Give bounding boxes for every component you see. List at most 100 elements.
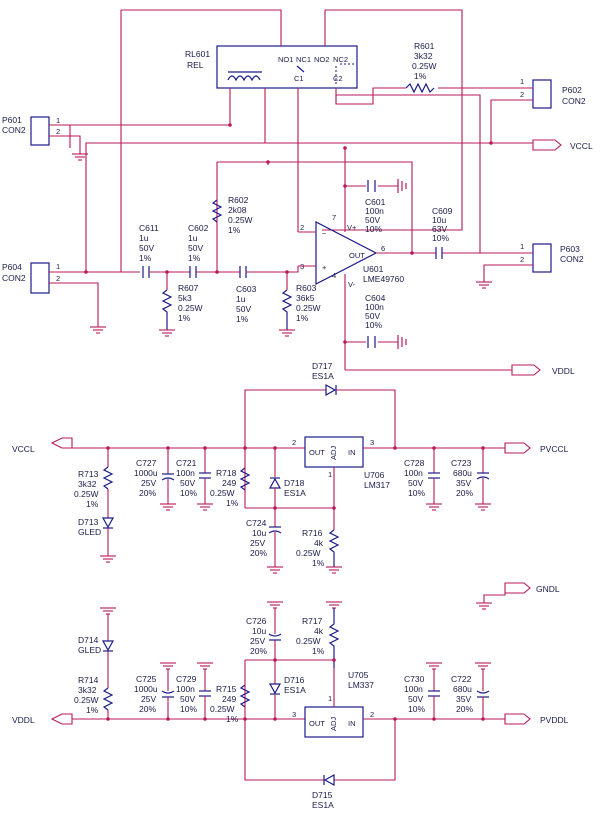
u601-minus-sign: −: [322, 229, 327, 238]
u706-pin3: 3: [370, 438, 374, 447]
d716-ref: D716: [284, 675, 305, 685]
c721-tol: 10%: [180, 488, 197, 498]
vccl-top-label: VCCL: [570, 141, 593, 151]
r718-ref: R718: [216, 468, 237, 478]
capacitor-c602: C602 1u 50V 1%: [188, 223, 209, 263]
d714-value: GLED: [78, 645, 101, 655]
p602-pin1: 1: [520, 77, 524, 86]
p601-value: CON2: [2, 125, 26, 135]
c722-tol: 20%: [456, 704, 473, 714]
port-vccl-icon: [50, 437, 73, 449]
relay-rl601: RL601 REL NO1 NC1 NO2 NC2 C1 C2: [185, 45, 358, 89]
r714-ref: R714: [78, 675, 99, 685]
c726-volt: 25V: [250, 636, 265, 646]
u601-pin7: 7: [332, 213, 336, 222]
rl601-ref: RL601: [185, 49, 210, 59]
c601-val: 100n: [365, 206, 384, 216]
c604-tol: 10%: [365, 320, 382, 330]
p603-ref: P603: [560, 244, 580, 254]
c603-tol: 1%: [236, 314, 249, 324]
u705-ref: U705: [348, 670, 369, 680]
port-pvddl-icon: [504, 713, 531, 725]
rl601-value: REL: [187, 60, 204, 70]
c724-ref: C724: [246, 518, 267, 528]
port-vddl-icon: [50, 713, 73, 725]
connector-p604: P604 CON2 1 2: [2, 142, 265, 334]
c611-volt: 50V: [139, 243, 154, 253]
u601-pin4: 4: [332, 271, 336, 280]
r718-icon: [239, 467, 251, 491]
r601-val: 3k32: [414, 51, 433, 61]
top-junctions: [84, 123, 493, 344]
u601-value: LME49760: [363, 274, 404, 284]
c730-volt: 50V: [408, 694, 423, 704]
d713-value: GLED: [78, 527, 101, 537]
u706-ref: U706: [364, 470, 385, 480]
c727-volt: 25V: [141, 478, 156, 488]
connector-p602: P602 CON2 1 2: [515, 77, 586, 109]
pvccl-port-label: PVCCL: [540, 444, 569, 454]
relay-coil-icon: [227, 75, 261, 82]
r607-power: 0.25W: [178, 303, 203, 313]
c604-volt: 50V: [365, 311, 380, 321]
c725-ref: C725: [136, 674, 157, 684]
c728-val: 100n: [404, 468, 423, 478]
c603-val: 1u: [236, 294, 246, 304]
d715-ref: D715: [312, 790, 333, 800]
p604-ref: P604: [2, 262, 22, 272]
c603-ref: C603: [236, 284, 257, 294]
capacitor-c603: C603 1u 50V 1%: [236, 284, 257, 324]
u705-pin1: 1: [328, 694, 332, 703]
c722-volt: 35V: [456, 694, 471, 704]
port-pvccl-icon: [504, 442, 531, 454]
c721-volt: 50V: [180, 478, 195, 488]
r714-val: 3k32: [78, 685, 97, 695]
resistor-r601: R601 3k32 0.25W 1%: [405, 41, 437, 94]
port-vccl-top: VCCL: [532, 139, 593, 151]
p604-value: CON2: [2, 273, 26, 283]
d716-icon: [268, 683, 282, 695]
ground-c604: [397, 335, 407, 349]
c724-volt: 25V: [250, 538, 265, 548]
c724-tol: 20%: [250, 548, 267, 558]
p602-ref: P602: [562, 85, 582, 95]
r601-tol: 1%: [414, 71, 427, 81]
d713-ref: D713: [78, 517, 99, 527]
c725-volt: 25V: [141, 694, 156, 704]
d715-value: ES1A: [312, 800, 334, 810]
c609-ref: C609: [432, 206, 453, 216]
p603-value: CON2: [560, 254, 584, 264]
c602-ref: C602: [188, 223, 209, 233]
p601-pin2: 2: [56, 127, 60, 136]
u706-pin2: 2: [292, 438, 296, 447]
port-gndl: GNDL: [476, 582, 560, 610]
u705-pin3: 3: [292, 710, 296, 719]
r715-ref: R715: [216, 684, 237, 694]
c729-volt: 50V: [180, 694, 195, 704]
c727-ref: C727: [136, 458, 157, 468]
u601-vplus: V+: [347, 223, 357, 232]
d714-ref: D714: [78, 635, 99, 645]
c609-volt: 63V: [432, 224, 447, 234]
r714-power: 0.25W: [74, 695, 99, 705]
capacitor-c609: C609 10u 63V 10%: [432, 206, 453, 259]
c603-volt: 50V: [236, 304, 251, 314]
d717-icon: [325, 383, 337, 397]
u706-adj: ADJ: [329, 446, 338, 460]
regulator-lm337-section: VDDL OUT IN ADJ 3 2 1 U705 LM337 PVDDL D…: [12, 601, 569, 810]
r716-icon: [328, 529, 340, 567]
p603-pin2: 2: [520, 255, 524, 264]
u601-plus-sign: +: [322, 263, 327, 272]
capacitor-c611: C611 1u 50V 1%: [139, 223, 159, 263]
u601-ref: U601: [363, 264, 384, 274]
u705-pin2: 2: [370, 710, 374, 719]
r717-icon: [328, 608, 340, 668]
r603-val: 36k5: [296, 293, 315, 303]
c725-tol: 20%: [139, 704, 156, 714]
r713-power: 0.25W: [74, 489, 99, 499]
r713-ref: R713: [78, 469, 99, 479]
input-chain: [142, 266, 299, 290]
p603-pin1: 1: [520, 242, 524, 251]
relay-contact-1: [296, 65, 305, 73]
